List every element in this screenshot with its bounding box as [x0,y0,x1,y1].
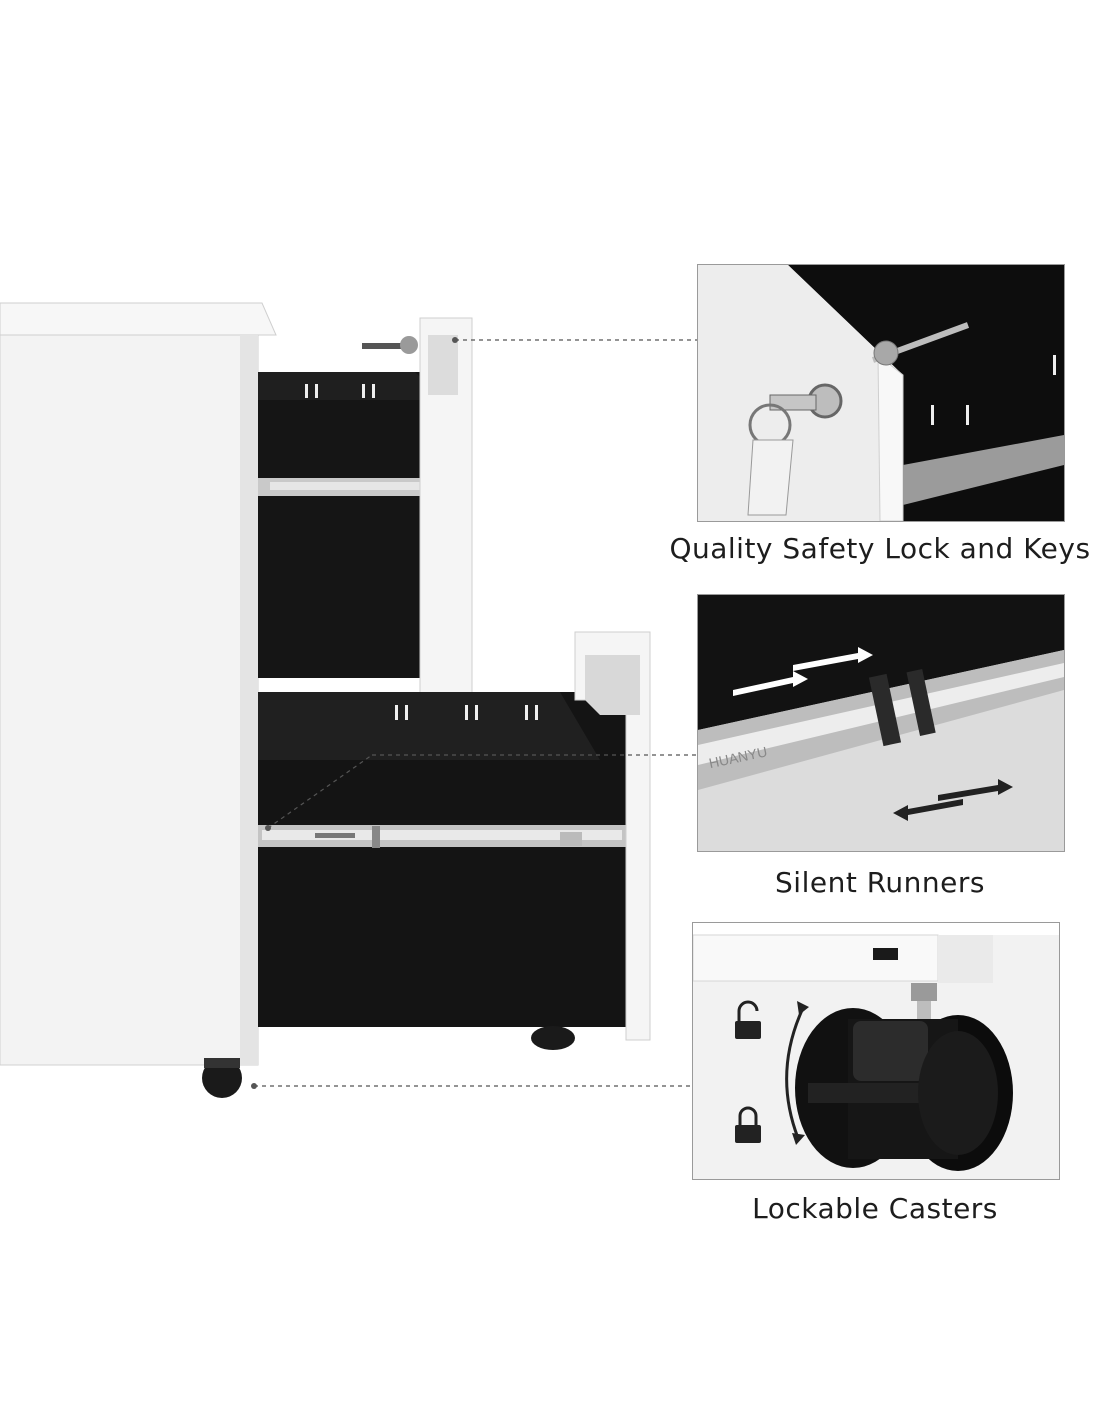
leader-lines [254,339,697,1087]
rotate-arrow-icon [785,1007,805,1139]
lower-drawer [258,631,651,1041]
unlocked-padlock-icon [735,1000,761,1039]
cabinet-body [0,334,259,1066]
casters-caption: Lockable Casters [752,1192,998,1225]
lock-closeup-panel [697,264,1065,522]
locked-padlock-icon [735,1106,761,1143]
caster-wheel [795,1008,1013,1171]
slide-arrows-bottom [893,779,1013,821]
runners-caption: Silent Runners [775,866,985,899]
lock-caption: Quality Safety Lock and Keys [669,532,1091,565]
upper-drawer [258,317,473,695]
cabinet-top [0,302,277,336]
runners-closeup-panel: HUANYU [697,594,1065,852]
cabinet-casters [202,1026,575,1098]
slide-arrows-top [733,647,873,696]
casters-closeup-panel [692,922,1060,1180]
